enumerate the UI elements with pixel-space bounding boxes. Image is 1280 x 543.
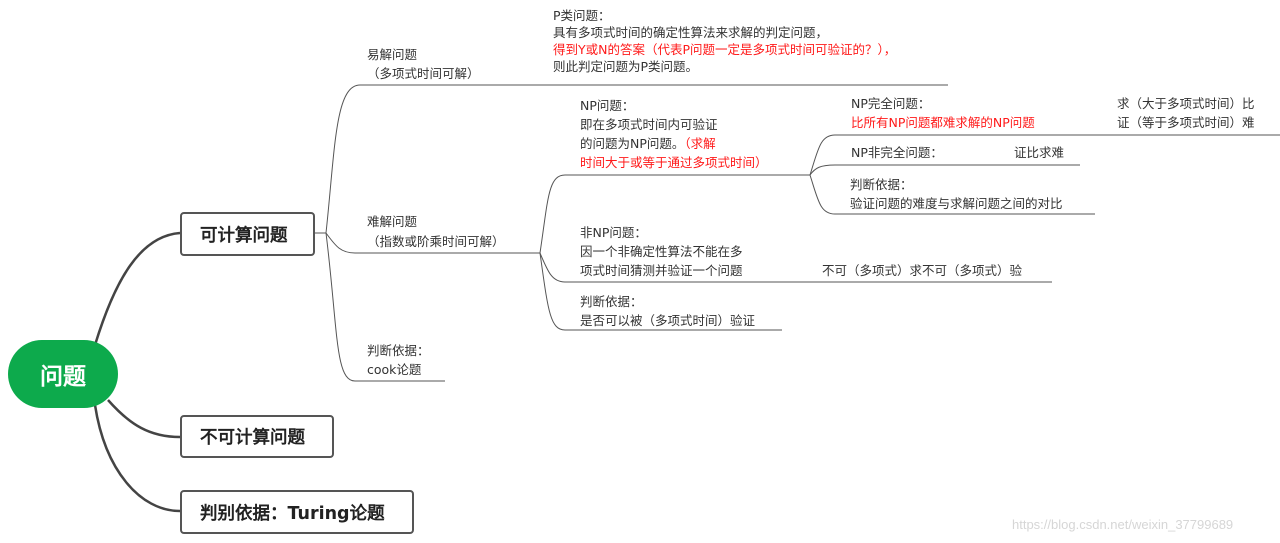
uncomputable-node[interactable]: 不可计算问题 [180,415,334,458]
connector-non-np [539,252,1052,283]
np-highlight: 时间大于或等于通过多项式时间） [580,155,768,170]
non-np-text: 项式时间猜测并验证一个问题 [580,263,743,278]
non-np-note: 不可（多项式）求不可（多项式）验 [822,263,1023,278]
connector-np-incomplete [809,164,1080,176]
np-text: 的问题为NP问题。 [580,136,685,151]
np-complete-title: NP完全问题： [851,96,931,111]
np-incomplete-title: NP非完全问题： [851,145,943,160]
root-node[interactable]: 问题 [8,340,118,408]
np-complete-note-line: 证（等于多项式时间）难 [1117,115,1255,130]
hard-basis-title: 判断依据： [580,294,643,309]
watermark: https://blog.csdn.net/weixin_37799689 [1012,517,1234,532]
uncomputable-label: 不可计算问题 [200,428,305,448]
connector-root-computable [93,231,181,346]
non-np-title: 非NP问题： [580,225,647,240]
non-np-text: 因一个非确定性算法不能在多 [580,244,743,259]
np-complete-node: NP完全问题： 比所有NP问题都难求解的NP问题 [851,94,1035,132]
np-complete-note-line: 求（大于多项式时间）比 [1117,96,1255,111]
hard-basis-node: 判断依据： 是否可以被（多项式时间）验证 [580,292,755,330]
connector-np [539,174,810,254]
np-complete-note: 求（大于多项式时间）比 证（等于多项式时间）难 [1117,94,1255,132]
basis-text: cook论题 [367,362,422,377]
connector-easy [325,84,948,234]
np-basis-title: 判断依据： [850,177,913,192]
connector-hard [325,232,540,254]
connector-root-uncomputable [107,399,181,439]
p-class-node: P类问题： 具有多项式时间的确定性算法来求解的判定问题， 得到Y或N的答案（代表… [553,7,896,75]
basis-node: 判断依据： cook论题 [367,341,430,379]
connector-root-turing [93,404,181,513]
hard-basis-text: 是否可以被（多项式时间）验证 [580,313,756,328]
np-complete-highlight: 比所有NP问题都难求解的NP问题 [851,115,1035,130]
root-label: 问题 [40,364,86,390]
hard-subtitle: （指数或阶乘时间可解） [367,234,505,249]
np-basis-text: 验证问题的难度与求解问题之间的对比 [850,196,1063,211]
p-class-text: 则此判定问题为P类问题。 [553,59,699,74]
np-text: 即在多项式时间内可验证 [580,117,718,132]
basis-title: 判断依据： [367,343,430,358]
connector-np-complete [809,134,1280,176]
p-class-text: 具有多项式时间的确定性算法来求解的判定问题， [553,25,829,40]
easy-subtitle: （多项式时间可解） [367,66,480,81]
np-basis-node: 判断依据： 验证问题的难度与求解问题之间的对比 [850,175,1063,213]
computable-label: 可计算问题 [200,225,288,246]
turing-label: 判别依据：Turing论题 [200,503,385,524]
non-np-node: 非NP问题： 因一个非确定性算法不能在多 项式时间猜测并验证一个问题 [580,223,743,280]
p-class-title: P类问题： [553,8,611,23]
connector-basis [325,232,445,382]
p-class-highlight: 得到Y或N的答案（代表P问题一定是多项式时间可验证的？）， [553,42,897,57]
np-highlight: （求解 [684,136,716,151]
connector-np-basis [809,174,1095,215]
computable-node[interactable]: 可计算问题 [180,212,315,256]
hard-title: 难解问题 [367,214,418,229]
easy-title: 易解问题 [367,47,418,62]
connector-hard-basis [539,252,782,331]
turing-node[interactable]: 判别依据：Turing论题 [180,490,414,534]
np-node: NP问题： 即在多项式时间内可验证 的问题为NP问题。（求解 时间大于或等于通过… [580,96,768,172]
np-incomplete-note: 证比求难 [1014,145,1065,160]
np-title: NP问题： [580,98,635,113]
